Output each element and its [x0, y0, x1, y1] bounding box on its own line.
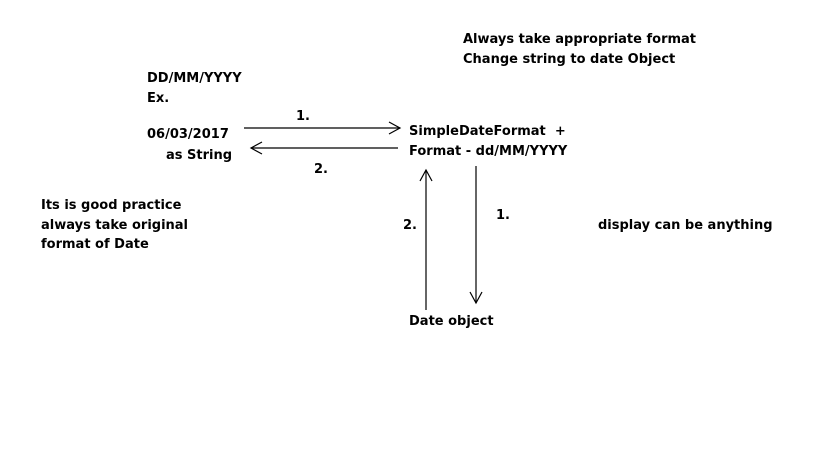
formatter-line2: Format - dd/MM/YYYY [409, 144, 568, 159]
step-label-format-top: 2. [314, 162, 328, 177]
header-note-line1: Always take appropriate format [463, 32, 697, 47]
input-type-label: as String [166, 148, 233, 163]
practice-note-line2: always take original [41, 218, 189, 233]
formatter-line1: SimpleDateFormat + [409, 124, 566, 139]
step-label-parse-top: 1. [296, 109, 310, 124]
step-label-parse-down: 1. [496, 208, 510, 223]
display-note: display can be anything [598, 218, 773, 233]
input-pattern: DD/MM/YYYY [147, 71, 242, 86]
step-label-format-up: 2. [403, 218, 417, 233]
arrow-parse-right [244, 121, 402, 135]
example-label: Ex. [147, 91, 170, 106]
practice-note-line3: format of Date [41, 237, 149, 252]
practice-note-line1: Its is good practice [41, 198, 182, 213]
header-note-line2: Change string to date Object [463, 52, 676, 67]
output-label: Date object [409, 314, 494, 329]
input-value: 06/03/2017 [147, 127, 229, 142]
arrow-format-up [419, 168, 433, 310]
arrow-parse-down [469, 166, 483, 305]
arrow-format-left [249, 141, 398, 155]
